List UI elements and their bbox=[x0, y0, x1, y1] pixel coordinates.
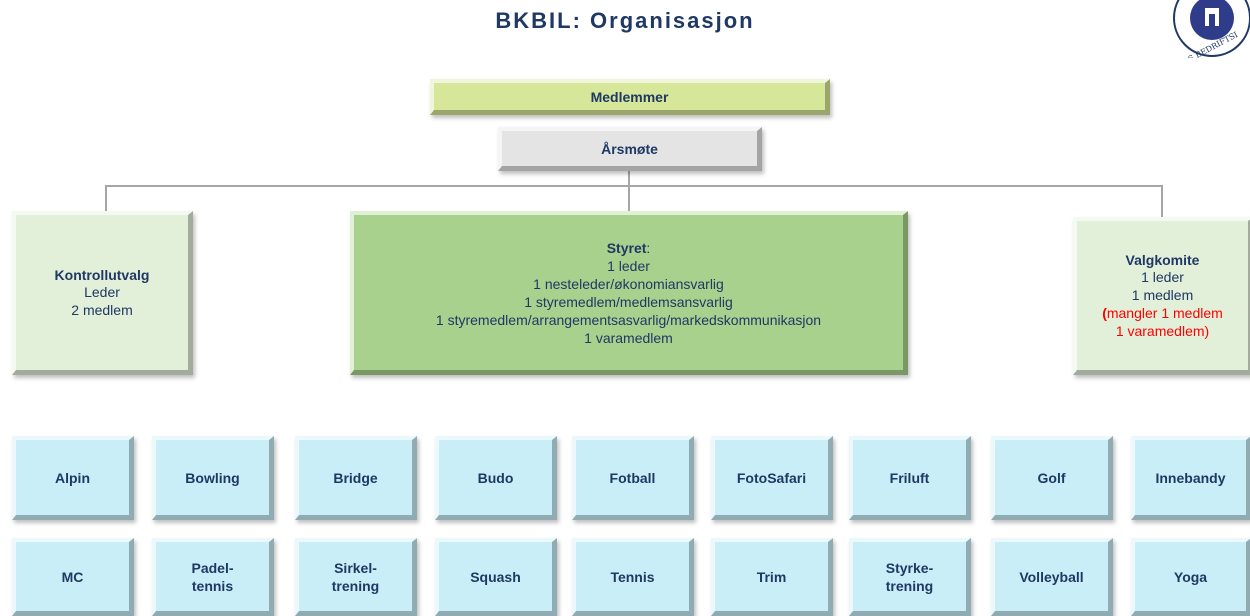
board-heading: Styret bbox=[606, 239, 647, 256]
connector-drop-left bbox=[105, 185, 107, 212]
activity-label: Styrke- bbox=[885, 559, 934, 576]
activity-box: Volleyball bbox=[991, 538, 1113, 616]
activity-label: trening bbox=[331, 577, 380, 594]
annual-meeting-box: Årsmøte bbox=[498, 127, 762, 171]
connector-drop-right bbox=[1161, 185, 1163, 218]
activity-box: Bridge bbox=[295, 436, 417, 520]
activity-box: Innebandy bbox=[1131, 436, 1250, 520]
activity-box: Budo bbox=[435, 436, 557, 520]
activity-label: Budo bbox=[477, 469, 514, 486]
nomination-committee-missing-2: 1 varamedlem) bbox=[1115, 322, 1210, 339]
nomination-committee-line: 1 leder bbox=[1141, 268, 1184, 285]
board-heading-line: Styret: bbox=[607, 239, 651, 257]
board-line: 1 styremedlem/medlemsansvarlig bbox=[524, 293, 733, 310]
missing-line1: mangler 1 medlem bbox=[1106, 304, 1223, 321]
board-heading-colon: : bbox=[646, 239, 651, 256]
board-line: 1 leder bbox=[607, 257, 650, 274]
activity-box: Styrke-trening bbox=[849, 538, 971, 616]
activity-label: Bowling bbox=[185, 469, 240, 486]
activity-label: Innebandy bbox=[1155, 469, 1226, 486]
activity-label: Tennis bbox=[610, 568, 655, 585]
activity-label: Bridge bbox=[333, 469, 378, 486]
board-line: 1 styremedlem/arrangementsasvarlig/marke… bbox=[435, 311, 822, 328]
activity-label: Friluft bbox=[889, 469, 930, 486]
activity-label: MC bbox=[61, 568, 84, 585]
missing-open-paren: ( bbox=[1102, 304, 1107, 321]
activity-label: Volleyball bbox=[1019, 568, 1084, 585]
connector-horizontal bbox=[105, 185, 1163, 187]
annual-meeting-label: Årsmøte bbox=[601, 140, 658, 157]
activity-label: Trim bbox=[756, 568, 787, 585]
activity-box: Golf bbox=[991, 436, 1113, 520]
control-committee-heading: Kontrollutvalg bbox=[54, 266, 150, 283]
connector-drop-center bbox=[628, 185, 630, 212]
nomination-committee-heading: Valgkomite bbox=[1125, 251, 1200, 268]
activity-box: Tennis bbox=[572, 538, 694, 616]
connector-vertical-top bbox=[628, 170, 630, 186]
club-logo: S BEDRIFTSI bbox=[1173, 0, 1250, 58]
activity-label: Golf bbox=[1037, 469, 1066, 486]
activity-box: Bowling bbox=[152, 436, 274, 520]
activity-box: FotoSafari bbox=[711, 436, 833, 520]
control-committee-box: Kontrollutvalg Leder 2 medlem bbox=[12, 211, 193, 375]
activity-box: Friluft bbox=[849, 436, 971, 520]
activity-label: Sirkel- bbox=[334, 559, 377, 576]
nomination-committee-line: 1 medlem bbox=[1131, 286, 1194, 303]
activity-box: Alpin bbox=[12, 436, 134, 520]
activity-box: Padel-tennis bbox=[152, 538, 274, 616]
activity-label: tennis bbox=[191, 577, 234, 594]
activity-label: Squash bbox=[470, 568, 521, 585]
activity-box: Sirkel-trening bbox=[295, 538, 417, 616]
activity-label: trening bbox=[885, 577, 934, 594]
activity-label: Fotball bbox=[609, 469, 656, 486]
nomination-committee-box: Valgkomite 1 leder 1 medlem (mangler 1 m… bbox=[1073, 217, 1250, 375]
page-title: BKBIL: Organisasjon bbox=[495, 8, 755, 33]
activity-box: Yoga bbox=[1131, 538, 1250, 616]
members-box: Medlemmer bbox=[430, 79, 830, 115]
activity-box: Trim bbox=[711, 538, 833, 616]
members-label: Medlemmer bbox=[590, 88, 669, 105]
nomination-committee-missing: (mangler 1 medlem bbox=[1102, 304, 1223, 322]
activity-label: Yoga bbox=[1173, 568, 1208, 585]
activity-box: Squash bbox=[435, 538, 557, 616]
board-line: 1 varamedlem bbox=[584, 329, 673, 346]
control-committee-line: 2 medlem bbox=[71, 301, 133, 318]
control-committee-line: Leder bbox=[84, 283, 120, 300]
activity-label: FotoSafari bbox=[736, 469, 807, 486]
activity-label: Alpin bbox=[55, 469, 90, 486]
activity-label: Padel- bbox=[191, 559, 234, 576]
activity-box: MC bbox=[12, 538, 134, 616]
board-box: Styret: 1 leder 1 nesteleder/økonomiansv… bbox=[350, 211, 908, 375]
board-line: 1 nesteleder/økonomiansvarlig bbox=[533, 275, 724, 292]
activity-box: Fotball bbox=[572, 436, 694, 520]
